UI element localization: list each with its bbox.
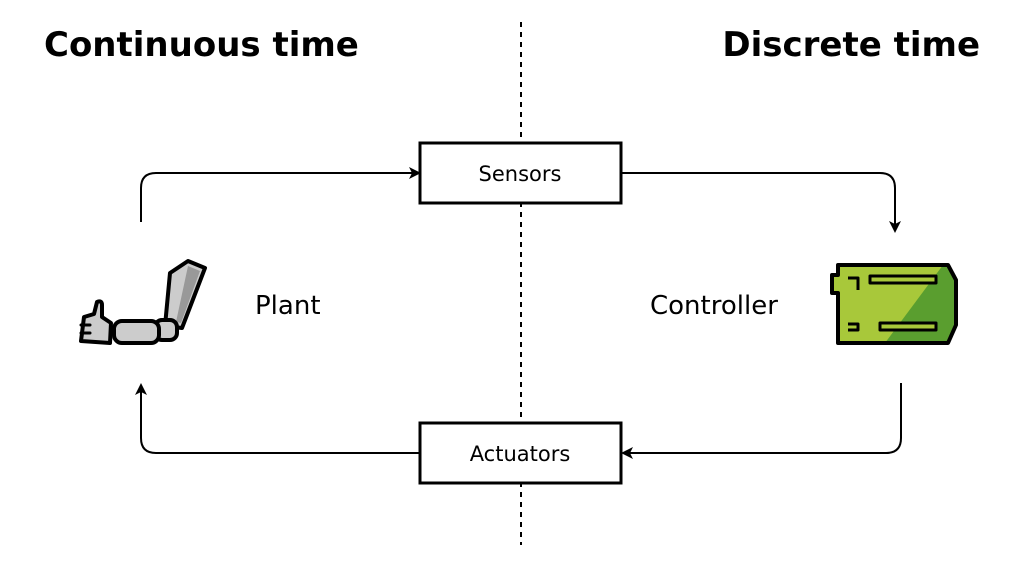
discrete-time-heading: Discrete time xyxy=(722,25,980,65)
circuit-board-icon xyxy=(830,263,958,345)
plant-to-sensors-arrow xyxy=(140,167,421,222)
actuators-to-plant-arrow xyxy=(135,383,420,454)
controller-to-actuators-arrow xyxy=(621,383,902,459)
actuators-label: Actuators xyxy=(470,442,571,466)
continuous-time-heading: Continuous time xyxy=(44,25,359,65)
plant-label: Plant xyxy=(255,291,321,321)
sensors-label: Sensors xyxy=(479,162,562,186)
sensors-to-controller-arrow xyxy=(622,172,901,233)
sensors-block: Sensors xyxy=(418,141,623,205)
actuators-block: Actuators xyxy=(418,421,623,485)
controller-label: Controller xyxy=(650,291,778,321)
robot-arm-icon xyxy=(79,259,207,345)
